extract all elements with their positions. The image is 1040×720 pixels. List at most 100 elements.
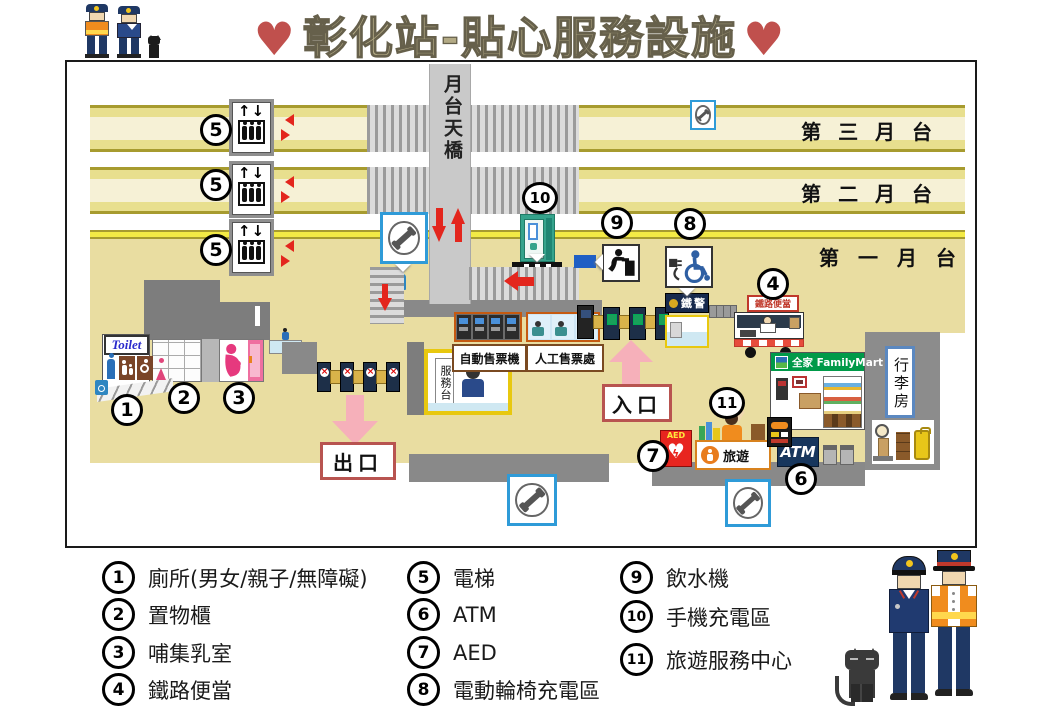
police-cap-icon (118, 6, 140, 14)
wheelchair-icon (95, 380, 108, 395)
wall (144, 302, 270, 340)
public-phone-icon (690, 100, 716, 130)
left-arrow-icon (279, 176, 294, 188)
atm-sign: ATM (777, 437, 819, 467)
police-badge-icon (669, 298, 678, 308)
cat-body (149, 45, 159, 58)
police-cap-icon (86, 4, 108, 12)
stairs (367, 105, 429, 152)
legend-badge: 1 (102, 561, 135, 594)
pointer-icon (395, 264, 411, 280)
familymart-sign-text: 全家 FamilyMart (792, 356, 884, 369)
uniform-torso (889, 589, 929, 633)
title-text: 彰化站-貼心服務設施 (302, 12, 738, 64)
elevator-arrows: ↑↓ (237, 222, 266, 240)
legend-badge: 11 (620, 643, 653, 676)
wall (282, 342, 317, 374)
cat-legs (851, 684, 873, 702)
marker-wheelchair-charging: 8 (674, 208, 706, 240)
boxes-icon (896, 432, 910, 460)
cat-ear (148, 32, 154, 40)
store-poster (792, 376, 807, 388)
legend-label: 哺集乳室 (148, 641, 232, 666)
staff-figure (281, 328, 289, 340)
helmet-band (892, 570, 926, 575)
fence (709, 305, 737, 318)
collar (127, 24, 137, 35)
right-arrow-icon (281, 255, 296, 267)
uniform-torso (117, 23, 141, 38)
shoes (85, 54, 109, 58)
railway-police-sign: 鐵警 (665, 293, 709, 313)
face (942, 571, 966, 585)
marker-water-fountain: 9 (601, 207, 633, 239)
leg (938, 627, 952, 689)
aed-station: AED ♥ϟ (660, 430, 692, 467)
marker-bento: 4 (757, 268, 789, 300)
luggage-room-sign: 行李房 (885, 346, 915, 418)
accessible-toilet-icon (137, 356, 153, 380)
police-officer-icon (116, 6, 142, 58)
family-toilet-icon (119, 356, 135, 380)
exit-label: 出口 (320, 442, 396, 480)
left-arrow-icon (279, 240, 294, 252)
scale-base (873, 456, 893, 461)
header-mascots (84, 4, 168, 58)
face (121, 14, 137, 23)
wall (202, 339, 219, 382)
legend-badge: 8 (407, 673, 440, 706)
legend-item: 3 哺集乳室 (102, 636, 232, 669)
police-officer-icon (888, 556, 930, 706)
wall (407, 342, 424, 415)
wall-gap (255, 306, 260, 326)
familymart-logo-icon (775, 355, 788, 369)
elevator-icon: ↑↓ (229, 219, 274, 276)
nursing-room (219, 339, 264, 382)
leg (911, 633, 925, 693)
heart-icon: ♥ (743, 12, 787, 66)
legend-label: 飲水機 (666, 566, 729, 591)
legend-label: 電動輪椅充電區 (453, 678, 600, 703)
charging-table (512, 262, 562, 270)
down-arrow-icon (432, 208, 446, 242)
aed-text: AED (666, 431, 686, 440)
elevator-arrows: ↑↓ (237, 164, 266, 182)
marker-elevator: 5 (200, 114, 232, 146)
platform-1-label: 第 一 月 台 (819, 246, 962, 270)
cat-head (148, 36, 160, 45)
info-logo-icon (701, 446, 719, 464)
legend-item: 8 電動輪椅充電區 (407, 673, 600, 706)
platform-3-label: 第 三 月 台 (801, 120, 937, 144)
marker-phone-charging: 10 (522, 182, 558, 214)
female-figure-icon (156, 358, 166, 380)
legend-label: ATM (453, 602, 497, 627)
entrance-label: 入口 (602, 384, 672, 422)
legend-badge: 3 (102, 636, 135, 669)
legend-badge: 2 (102, 598, 135, 631)
coffee-machine (776, 378, 788, 400)
up-arrow-icon (451, 208, 465, 242)
shoes (117, 54, 141, 58)
legend-badge: 4 (102, 673, 135, 706)
luggage-nook (872, 420, 934, 464)
elevator-icon: ↑↓ (229, 161, 274, 218)
shoe (890, 693, 907, 700)
cart-wheel-icon (745, 347, 756, 358)
legend-label: 廁所(男女/親子/無障礙) (148, 566, 368, 591)
overpass-bridge: 月台天橋 (429, 64, 471, 304)
toilet-sign: Toilet (104, 335, 149, 355)
marker-elevator: 5 (200, 169, 232, 201)
cap-badge-icon (126, 8, 131, 13)
counter-goods (751, 424, 765, 440)
cat-tail (835, 676, 855, 706)
shoe (935, 689, 952, 696)
shelf-base (824, 414, 861, 427)
exit-gates: × × × × (317, 360, 405, 394)
staff-body (722, 425, 742, 440)
travel-info-counter: 旅遊 (695, 440, 771, 470)
public-phone-icon (725, 479, 771, 527)
leg (956, 627, 970, 689)
